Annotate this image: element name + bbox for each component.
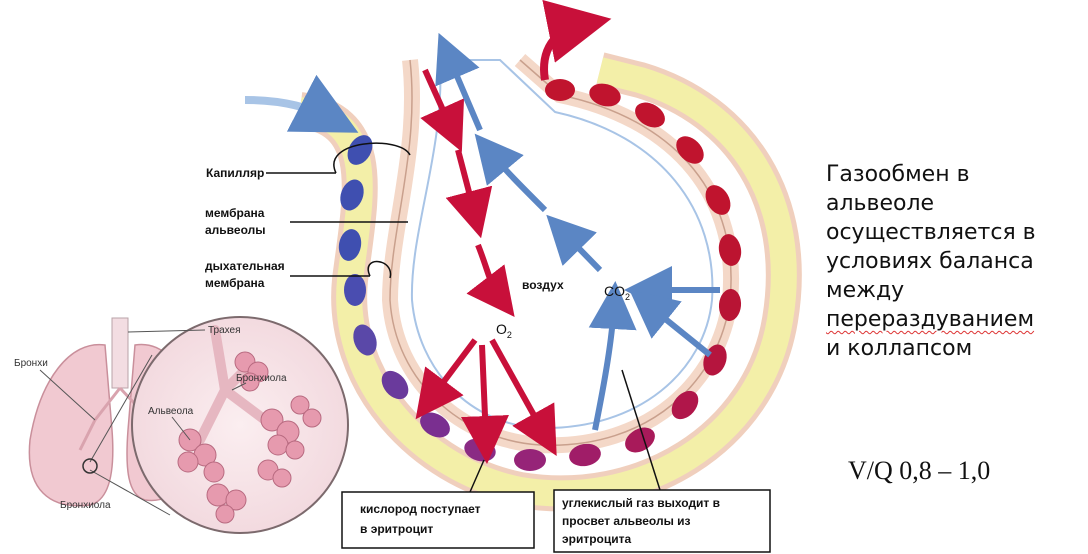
trachea-label: Трахея — [208, 325, 241, 336]
oxygen-callout-line1: кислород поступает — [360, 502, 481, 516]
vq-ratio: V/Q 0,8 – 1,0 — [848, 456, 990, 486]
description-line-4: условиях баланса — [826, 247, 1086, 276]
description-line-7: и коллапсом — [826, 334, 1086, 363]
lung-inset: Трахея Бронхи Бронхиола Альвеола Бронхио… — [14, 317, 348, 533]
air-label: воздух — [522, 278, 564, 292]
co2-callout-line1: углекислый газ выходит в — [562, 496, 720, 510]
description-line-1: Газообмен в — [826, 160, 1086, 189]
description-line-3: осуществляется в — [826, 218, 1086, 247]
alveola-label: Альвеола — [148, 406, 194, 417]
bronchi-label: Бронхи — [14, 358, 48, 369]
co2-callout-line3: эритроцита — [562, 532, 632, 546]
alveolar-membrane-label-line1: мембрана — [205, 206, 265, 220]
alveolar-lumen — [412, 60, 713, 428]
gas-exchange-description: Газообмен в альвеоле осуществляется в ус… — [826, 160, 1086, 363]
respiratory-membrane-label-line1: дыхательная — [205, 259, 285, 273]
description-line-5: между — [826, 276, 1086, 305]
blood-outflow-arrow — [544, 25, 580, 80]
alveolar-membrane-label-line2: альвеолы — [205, 223, 265, 237]
respiratory-membrane-label-line2: мембрана — [205, 276, 265, 290]
bronchiole-bottom-label: Бронхиола — [60, 500, 111, 511]
capillary-label: Капилляр — [206, 166, 264, 180]
bronchiole-top-label: Бронхиола — [236, 373, 287, 384]
oxygen-callout-line2: в эритроцит — [360, 522, 433, 536]
description-line-2: альвеоле — [826, 189, 1086, 218]
co2-callout-line2: просвет альвеолы из — [562, 514, 691, 528]
description-line-6: перераздуванием — [826, 305, 1086, 334]
